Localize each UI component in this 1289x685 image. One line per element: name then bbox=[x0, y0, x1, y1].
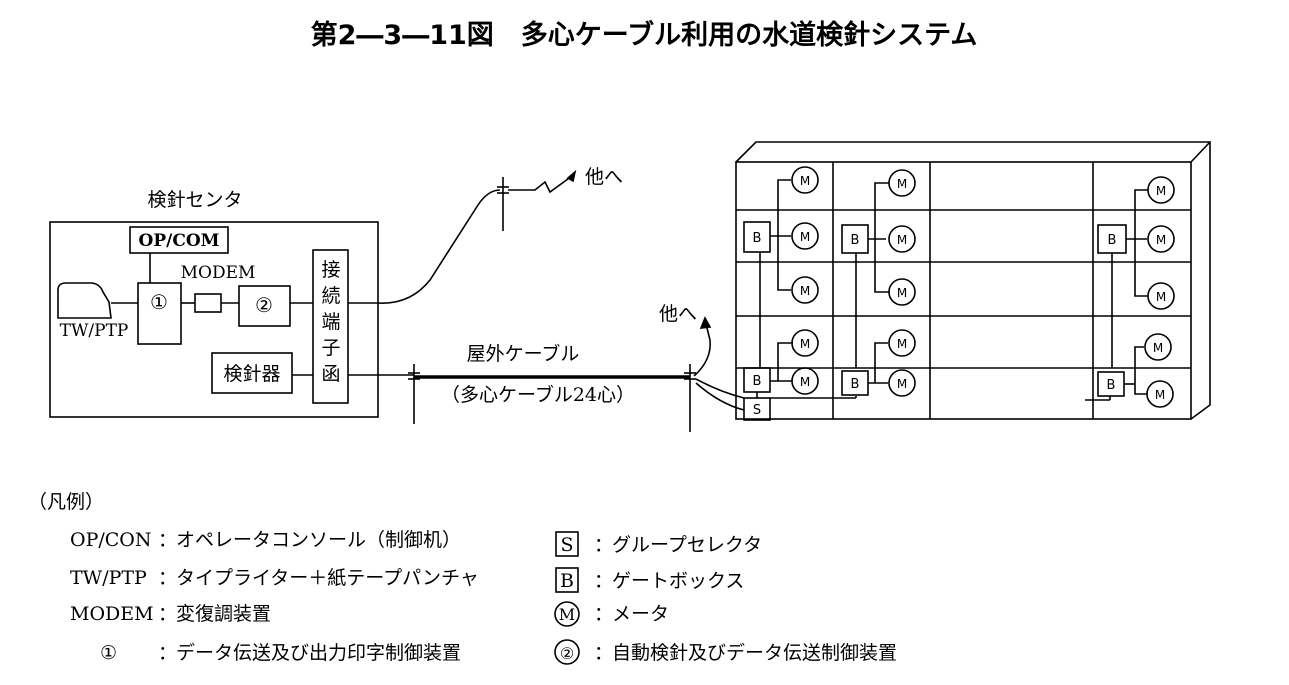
modem-box bbox=[194, 293, 222, 313]
legend-desc-twptp: タイプライター＋紙テープパンチャ bbox=[176, 567, 479, 589]
legend: （凡例） OP/CON ： オペレータコンソール（制御机） TW/PTP ： タ… bbox=[28, 491, 897, 664]
unit2-box bbox=[238, 285, 291, 327]
junction-char: 接 bbox=[321, 259, 340, 281]
gate-box-1 bbox=[743, 221, 771, 253]
legend-key-twptp: TW/PTP bbox=[70, 567, 147, 589]
legend-desc-m: メータ bbox=[612, 603, 669, 625]
svg-text:：: ： bbox=[594, 570, 613, 592]
legend-key-m: M bbox=[559, 605, 575, 624]
svg-text:：: ： bbox=[158, 642, 177, 664]
junction-char: 端 bbox=[321, 311, 340, 333]
opcom-box bbox=[129, 226, 229, 254]
legend-desc-unit1: データ伝送及び出力印字制御装置 bbox=[176, 642, 461, 664]
svg-text:M: M bbox=[1153, 341, 1163, 355]
legend-key-unit1: ① bbox=[100, 642, 117, 664]
opcom-label: OP/COM bbox=[139, 231, 220, 251]
svg-text:M: M bbox=[800, 174, 810, 188]
svg-text:M: M bbox=[1156, 184, 1166, 198]
unit1-label: ① bbox=[150, 290, 168, 314]
svg-text:M: M bbox=[1155, 388, 1165, 402]
svg-text:M: M bbox=[1156, 290, 1166, 304]
legend-key-unit2: ② bbox=[560, 644, 574, 663]
svg-text:B: B bbox=[851, 377, 860, 392]
junction-box bbox=[312, 249, 349, 404]
svg-text:：: ： bbox=[158, 603, 177, 625]
legend-s-frame bbox=[555, 531, 579, 557]
svg-text:M: M bbox=[897, 377, 907, 391]
svg-text:M: M bbox=[897, 286, 907, 300]
svg-text:：: ： bbox=[158, 567, 177, 589]
meters bbox=[791, 166, 1175, 408]
legend-key-s: S bbox=[560, 534, 573, 556]
legend-heading: （凡例） bbox=[28, 491, 104, 513]
meter-reader-label: 検針器 bbox=[223, 363, 280, 385]
cable-spec-label: （多心ケーブル24心） bbox=[441, 383, 635, 406]
junction-label: 接続端子函 bbox=[321, 259, 340, 385]
junction-char: 続 bbox=[321, 285, 340, 307]
legend-key-opcon: OP/CON bbox=[70, 529, 152, 551]
apartment-front bbox=[735, 161, 1192, 420]
legend-key-modem: MODEM bbox=[70, 603, 154, 625]
twptp-label: TW/PTP bbox=[60, 321, 129, 341]
svg-text:M: M bbox=[800, 375, 810, 389]
svg-text:M: M bbox=[800, 337, 810, 351]
outdoor-cable-label: 屋外ケーブル bbox=[467, 342, 580, 365]
center-label: 検針センタ bbox=[147, 189, 242, 211]
svg-text:S: S bbox=[753, 403, 761, 418]
other-label-1: 他へ bbox=[585, 166, 623, 188]
legend-desc-opcon: オペレータコンソール（制御机） bbox=[176, 529, 461, 551]
legend-key-b: B bbox=[560, 570, 574, 592]
modem-label: MODEM bbox=[181, 263, 256, 283]
legend-2-frame bbox=[554, 639, 580, 665]
legend-desc-unit2: 自動検針及びデータ伝送制御装置 bbox=[612, 642, 897, 664]
svg-text:B: B bbox=[753, 231, 762, 246]
typewriter-icon bbox=[57, 282, 112, 319]
legend-desc-b: ゲートボックス bbox=[612, 570, 744, 592]
svg-text:M: M bbox=[897, 233, 907, 247]
svg-text:M: M bbox=[897, 337, 907, 351]
unit2-label: ② bbox=[255, 293, 273, 317]
building-letters: B B B B B B S M M M M M M M M M M M M M … bbox=[753, 174, 1167, 418]
svg-text:M: M bbox=[1156, 233, 1166, 247]
legend-m-frame bbox=[554, 601, 580, 627]
legend-desc-modem: 変復調装置 bbox=[176, 603, 271, 625]
svg-text:M: M bbox=[897, 177, 907, 191]
unit1-box bbox=[137, 282, 182, 345]
junction-char: 函 bbox=[321, 363, 340, 385]
legend-b-frame bbox=[555, 567, 579, 593]
svg-text:B: B bbox=[1107, 378, 1116, 393]
page-title: 第2―3―11図 多心ケーブル利用の水道検針システム bbox=[311, 19, 978, 51]
svg-text:B: B bbox=[1108, 233, 1117, 248]
svg-text:M: M bbox=[800, 284, 810, 298]
svg-text:B: B bbox=[753, 374, 762, 389]
legend-desc-s: グループセレクタ bbox=[612, 534, 762, 556]
other-label-2: 他へ bbox=[659, 303, 697, 325]
junction-char: 子 bbox=[321, 337, 340, 359]
svg-text:：: ： bbox=[594, 642, 613, 664]
svg-text:B: B bbox=[851, 233, 860, 248]
svg-text:：: ： bbox=[594, 603, 613, 625]
center-box bbox=[49, 221, 379, 418]
svg-text:：: ： bbox=[594, 534, 613, 556]
svg-text:M: M bbox=[800, 230, 810, 244]
svg-text:：: ： bbox=[158, 529, 177, 551]
meter-reader-box bbox=[211, 352, 293, 394]
